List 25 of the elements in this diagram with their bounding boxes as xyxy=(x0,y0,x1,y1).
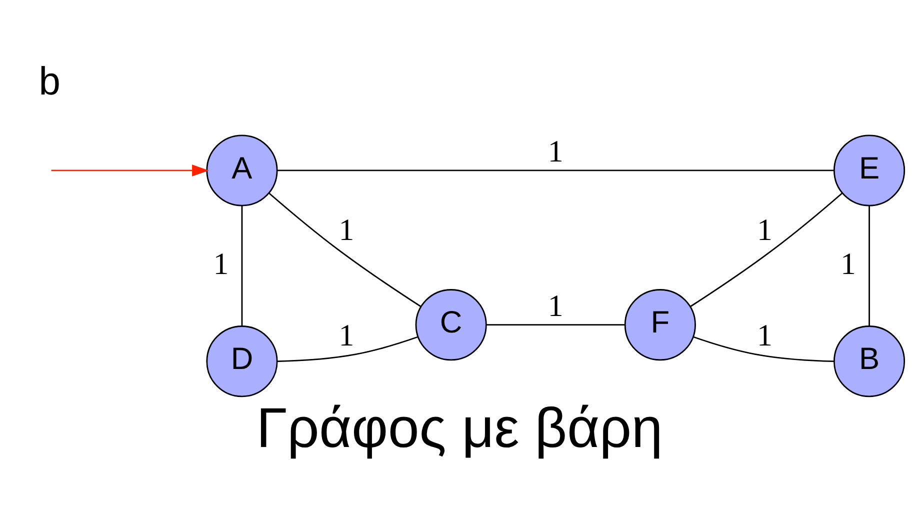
edge-label: 1 xyxy=(548,132,564,168)
connector xyxy=(486,324,625,326)
arrow xyxy=(51,164,209,176)
edge-label: 1 xyxy=(757,316,772,352)
node-circle: C xyxy=(415,288,487,360)
node-circle: B xyxy=(833,325,906,397)
connector xyxy=(693,336,834,362)
label: b xyxy=(38,61,62,106)
node-circle: E xyxy=(833,134,906,206)
connector xyxy=(690,192,843,307)
connector xyxy=(268,192,422,307)
connector xyxy=(868,205,870,326)
edge-label: 1 xyxy=(757,212,772,247)
node-circle: A xyxy=(206,134,278,206)
edge-label: 1 xyxy=(840,245,856,280)
connector xyxy=(278,336,418,362)
edge-label: 1 xyxy=(213,245,229,280)
connector xyxy=(241,205,243,326)
edge-label: 1 xyxy=(338,316,354,352)
node-circle: F xyxy=(624,288,696,360)
caption: Γράφος με βάρη xyxy=(256,395,663,458)
node-circle: D xyxy=(206,325,278,397)
connector xyxy=(277,169,834,171)
edge-label: 1 xyxy=(548,287,564,322)
edge-label: 1 xyxy=(338,212,354,247)
